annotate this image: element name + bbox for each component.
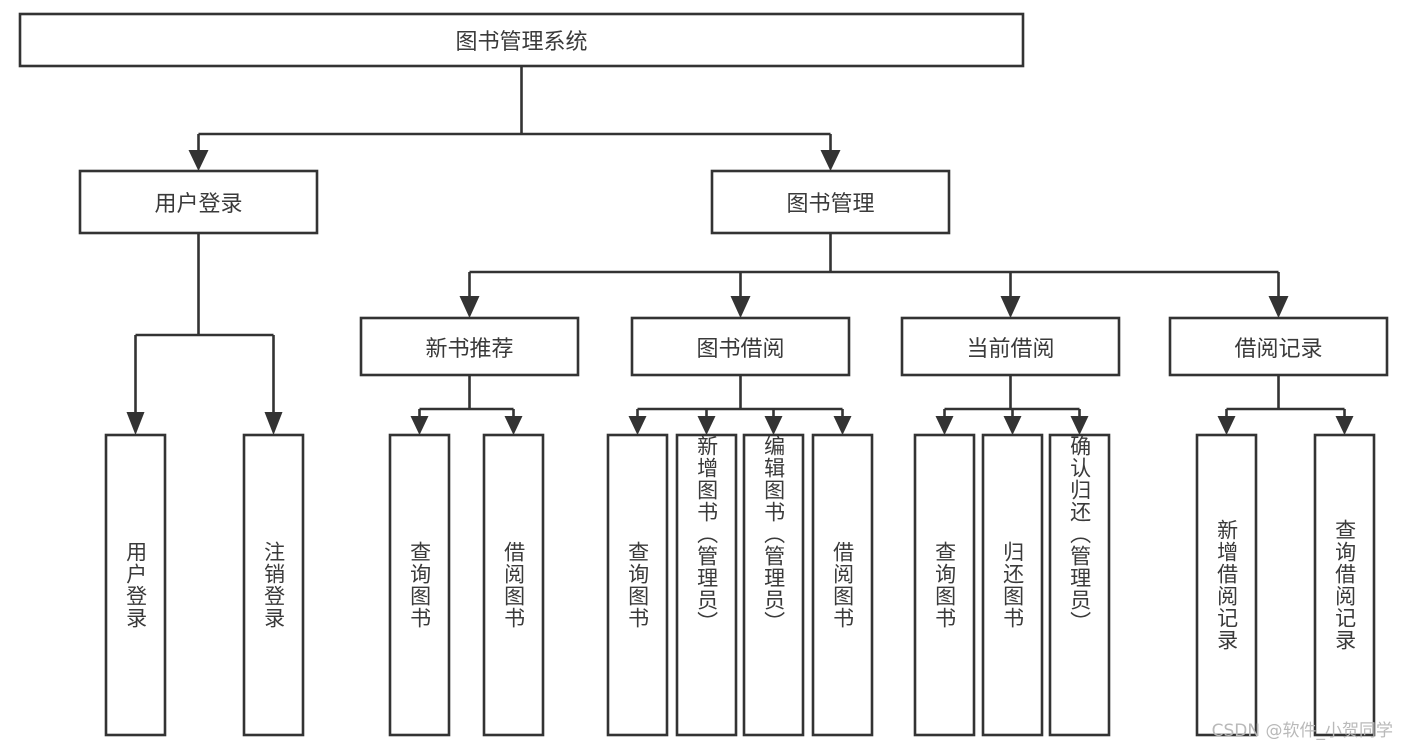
node-box-root[interactable] — [18, 12, 1025, 68]
connector-group-user-login — [126, 233, 283, 435]
arrowhead-cb-return-book — [1003, 416, 1022, 435]
connector-group-book-borrow — [628, 375, 852, 435]
node-box-new-book-rec[interactable] — [359, 316, 580, 377]
leaf-box-bb-edit-book[interactable] — [742, 433, 805, 737]
arrowhead-bb-edit-book — [764, 416, 783, 435]
leaf-box-cb-query-book[interactable] — [913, 433, 976, 737]
arrowhead-br-query-record — [1335, 416, 1354, 435]
node-box-current-borrow[interactable] — [900, 316, 1121, 377]
leaf-box-br-query-record[interactable] — [1313, 433, 1376, 737]
leaf-box-br-add-record[interactable] — [1195, 433, 1258, 737]
arrowhead-borrow-records — [1268, 296, 1289, 318]
arrowhead-bb-add-book — [697, 416, 716, 435]
arrowhead-br-add-record — [1217, 416, 1236, 435]
leaf-box-nbr-borrow-book[interactable] — [482, 433, 545, 737]
arrowhead-nbr-borrow-book — [504, 416, 523, 435]
arrowhead-leaf-logout — [264, 412, 283, 435]
arrowhead-book-manage — [820, 150, 841, 171]
connector-group-root — [188, 66, 841, 171]
arrowhead-bb-borrow-book — [833, 416, 852, 435]
connector-group-borrow-records — [1217, 375, 1354, 435]
arrowhead-leaf-user-login — [126, 412, 145, 435]
node-box-user-login[interactable] — [78, 169, 319, 235]
arrowhead-cb-confirm-return — [1070, 416, 1089, 435]
arrowhead-new-book-rec — [459, 296, 480, 318]
arrowhead-cb-query-book — [935, 416, 954, 435]
arrowhead-bb-query-book — [628, 416, 647, 435]
arrowhead-current-borrow — [1000, 296, 1021, 318]
arrowhead-book-borrow — [730, 296, 751, 318]
leaf-box-nbr-query-book[interactable] — [388, 433, 451, 737]
leaf-box-cb-return-book[interactable] — [981, 433, 1044, 737]
leaf-box-bb-query-book[interactable] — [606, 433, 669, 737]
connector-group-new-book-rec — [410, 375, 523, 435]
node-box-book-borrow[interactable] — [630, 316, 851, 377]
leaf-box-logout[interactable] — [242, 433, 305, 737]
leaf-box-bb-borrow-book[interactable] — [811, 433, 874, 737]
node-box-borrow-records[interactable] — [1168, 316, 1389, 377]
node-box-book-manage[interactable] — [710, 169, 951, 235]
leaf-box-user-login[interactable] — [104, 433, 167, 737]
leaf-box-cb-confirm-return[interactable] — [1048, 433, 1111, 737]
connector-group-current-borrow — [935, 375, 1089, 435]
leaf-box-bb-add-book[interactable] — [675, 433, 738, 737]
arrowhead-user-login — [188, 150, 209, 171]
arrowhead-nbr-query-book — [410, 416, 429, 435]
connector-group-book-manage — [459, 233, 1289, 318]
